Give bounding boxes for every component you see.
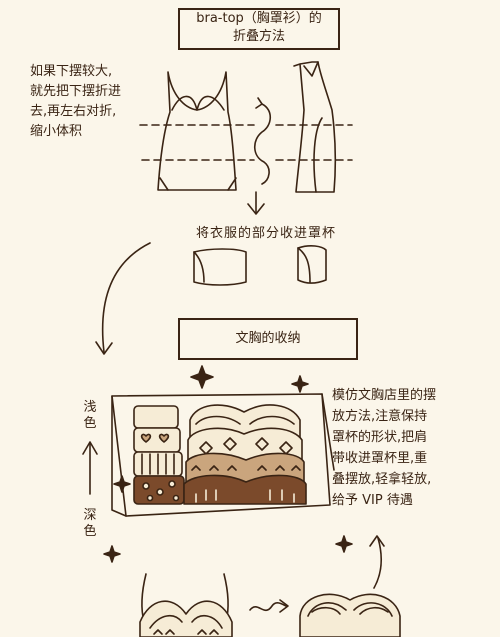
step3-note-line: 模仿文胸店里的摆 xyxy=(332,388,437,403)
light-to-dark-arrow xyxy=(82,441,98,495)
title-line-1: bra-top（胸罩衫）的 xyxy=(196,11,322,26)
bra-top-folded-drawing xyxy=(293,61,337,193)
dark-color-label: 深色 xyxy=(83,508,97,539)
step1-note-line: 缩小体积 xyxy=(30,124,83,139)
light-color-label: 浅色 xyxy=(83,400,97,431)
fold-curl-arrow xyxy=(253,97,272,185)
bra-top-unfolded-drawing xyxy=(157,71,237,191)
step2-label: 将衣服的部分收进罩杯 xyxy=(196,226,337,241)
section-title-box: 文胸的收纳 xyxy=(178,318,358,360)
title-line-2: 折叠方法 xyxy=(232,29,285,44)
folded-stack-drawing xyxy=(133,405,185,505)
step3-note-line: 给予 VIP 待遇 xyxy=(332,493,413,508)
step3-note-line: 叠摆放,轻拿轻放, xyxy=(332,472,432,487)
step1-note: 如果下摆较大, 就先把下摆折进 去,再左右对折, 缩小体积 xyxy=(30,62,148,142)
step1-note-line: 就先把下摆折进 xyxy=(30,84,122,99)
fold-lines xyxy=(139,124,353,161)
step3-note: 模仿文胸店里的摆 放方法,注意保持 罩杯的形状,把肩 带收进罩杯里,重 叠摆放,… xyxy=(332,385,482,511)
sparkle-icons xyxy=(103,365,353,563)
curved-arrow-left xyxy=(95,242,151,355)
step3-note-line: 带收进罩杯里,重 xyxy=(332,451,428,466)
step3-note-line: 放方法,注意保持 xyxy=(332,409,428,424)
folded-cups-drawing xyxy=(299,593,401,637)
title-box: bra-top（胸罩衫）的 折叠方法 xyxy=(178,8,340,50)
folded-piece-small-drawing xyxy=(297,245,327,284)
folded-piece-large-drawing xyxy=(193,248,247,286)
curved-arrow-up xyxy=(369,535,385,589)
bra-drawing xyxy=(139,573,233,637)
step1-note-line: 去,再左右对折, xyxy=(30,104,117,119)
stacked-bras-drawing xyxy=(183,404,307,505)
step3-note-line: 罩杯的形状,把肩 xyxy=(332,430,428,445)
step1-note-line: 如果下摆较大, xyxy=(30,64,113,79)
squiggle-arrow xyxy=(249,599,289,613)
down-arrow xyxy=(247,191,265,215)
